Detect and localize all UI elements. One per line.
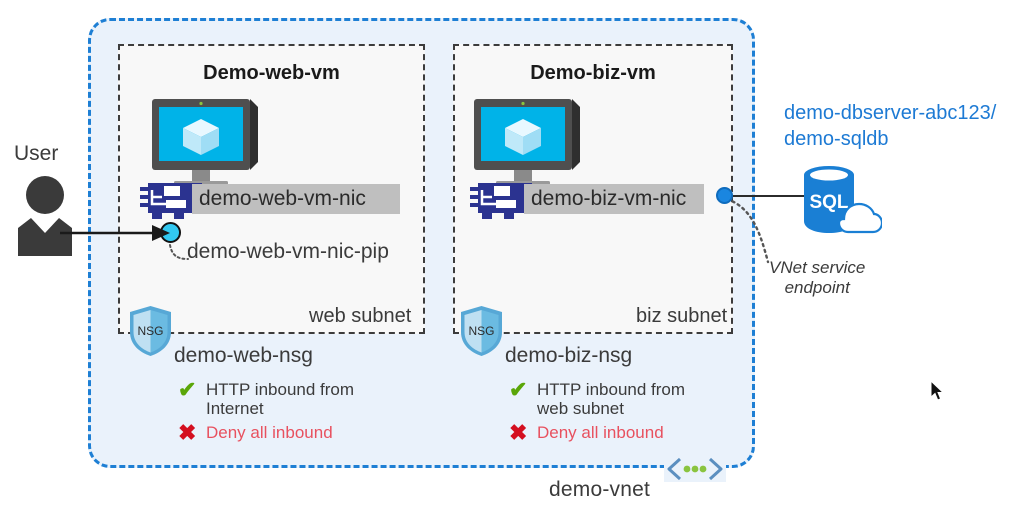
biz-vm-title: Demo-biz-vm: [530, 62, 656, 84]
service-endpoint-dot-icon: [716, 187, 733, 204]
endpoint-label-line2: endpoint: [784, 278, 850, 297]
sql-title-line2: demo-sqldb: [784, 128, 889, 150]
sql-database-title: demo-dbserver-abc123/ demo-sqldb: [784, 100, 996, 152]
web-nsg-name: demo-web-nsg: [174, 344, 313, 367]
web-pip-label: demo-web-vm-nic-pip: [187, 240, 389, 263]
web-nsg-rule-list: ✔ HTTP inbound from Internet ✖ Deny all …: [178, 377, 356, 447]
sql-badge-text: SQL: [809, 192, 848, 213]
nsg-rule: ✔ HTTP inbound from web subnet: [509, 377, 687, 419]
virtual-machine-monitor-icon: [152, 99, 258, 189]
user-label: User: [14, 142, 59, 165]
web-subnet-label: web subnet: [309, 305, 412, 327]
endpoint-label-line1: VNet service: [769, 258, 866, 277]
biz-nic-label: demo-biz-vm-nic: [524, 184, 704, 214]
nsg-rule-text: Deny all inbound: [206, 423, 333, 442]
vnet-name-label: demo-vnet: [549, 478, 651, 501]
web-vm-title: Demo-web-vm: [203, 62, 340, 84]
sql-connector-line: [726, 195, 810, 197]
nsg-rule-text: Deny all inbound: [537, 423, 664, 442]
nsg-rule: ✖ Deny all inbound: [178, 420, 356, 445]
nsg-badge-text: NSG: [137, 324, 163, 338]
cross-deny-icon: ✖: [509, 420, 528, 445]
web-nic-label: demo-web-vm-nic: [192, 184, 400, 214]
sql-title-line1: demo-dbserver-abc123/: [784, 102, 997, 124]
check-allow-icon: ✔: [178, 377, 197, 402]
vnet-service-endpoint-label: VNet service endpoint: [769, 258, 865, 298]
nsg-shield-icon: NSG: [128, 305, 173, 357]
mouse-pointer-icon: [930, 379, 945, 402]
user-person-icon: [18, 173, 72, 256]
nsg-badge-text: NSG: [468, 324, 494, 338]
nsg-rule-text: HTTP inbound from Internet: [206, 380, 355, 418]
nsg-rule: ✔ HTTP inbound from Internet: [178, 377, 356, 419]
arrow-right-icon: [60, 222, 172, 244]
nsg-shield-icon: NSG: [459, 305, 504, 357]
nsg-rule-text: HTTP inbound from web subnet: [537, 380, 686, 418]
virtual-machine-monitor-icon: [474, 99, 580, 189]
vnet-chevron-icon: [664, 456, 726, 482]
check-allow-icon: ✔: [509, 377, 528, 402]
network-interface-card-icon: [470, 181, 532, 223]
azure-sql-database-icon: SQL: [798, 163, 884, 237]
cross-deny-icon: ✖: [178, 420, 197, 445]
nsg-rule: ✖ Deny all inbound: [509, 420, 687, 445]
biz-nsg-name: demo-biz-nsg: [505, 344, 633, 367]
biz-nsg-rule-list: ✔ HTTP inbound from web subnet ✖ Deny al…: [509, 377, 687, 447]
biz-subnet-label: biz subnet: [636, 305, 728, 327]
